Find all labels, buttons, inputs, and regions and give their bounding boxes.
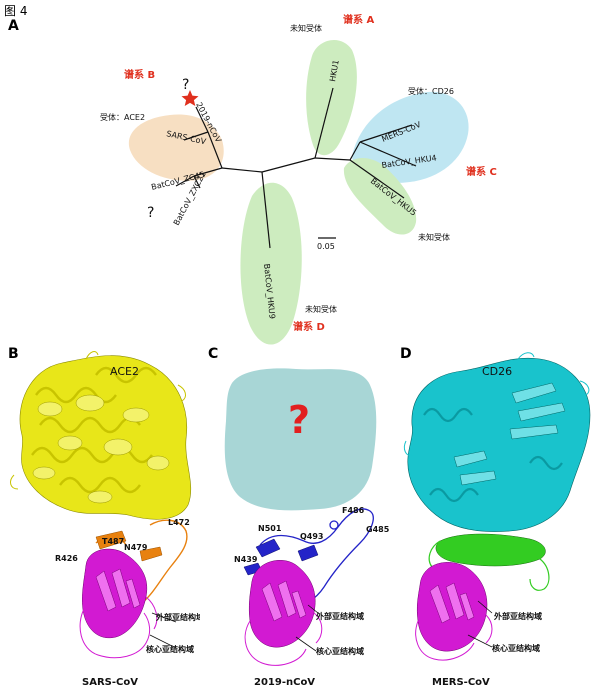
clade-d-highlight — [240, 182, 302, 345]
residue-t487: T487 — [102, 537, 124, 546]
lineage-b-label: 谱系 B — [124, 68, 155, 81]
residue-n479: N479 — [124, 543, 148, 552]
receptor-unknown-d: 未知受体 — [305, 304, 337, 314]
receptor-unknown-a: 未知受体 — [290, 23, 322, 33]
receptor-unknown-hku5: 未知受体 — [418, 232, 450, 242]
panel-label-a: A — [8, 18, 19, 34]
unknown-receptor-question-mark: ? — [288, 398, 310, 442]
question-mark-ncov: ? — [182, 77, 189, 93]
ace2-label: ACE2 — [110, 365, 139, 378]
phylogenetic-tree: HKU1 MERS-CoV BatCoV_HKU4 BatCoV_HKU5 Ba… — [100, 13, 497, 345]
clade-a-highlight — [306, 39, 357, 156]
residue-n501: N501 — [258, 524, 282, 533]
outer-domain-label-d: 外部亚结构域 — [494, 611, 542, 621]
question-mark-zc: ? — [147, 205, 154, 221]
figure-title: 图 4 — [4, 4, 28, 18]
core-domain-label-b: 核心亚结构域 — [146, 644, 194, 654]
cd26-protein — [407, 357, 591, 532]
panel-d-structure: CD26 外部亚结构域 核心亚结构域 MERS-CoV — [403, 352, 591, 688]
core-domain-label-d: 核心亚结构域 — [492, 643, 540, 653]
panel-label-d: D — [400, 346, 412, 362]
ncov-binding-motif — [259, 508, 374, 605]
lineage-d-label: 谱系 D — [293, 320, 325, 333]
ncov-rbd-core — [248, 560, 316, 648]
receptor-ace2: 受体：ACE2 — [100, 112, 145, 122]
cd26-label: CD26 — [482, 365, 512, 378]
mers-binding-motif — [435, 533, 546, 567]
clade-hku5-highlight — [343, 158, 417, 235]
panel-label-b: B — [8, 346, 19, 362]
residue-f486: F486 — [342, 506, 365, 515]
lineage-a-label: 谱系 A — [343, 13, 374, 26]
outer-domain-label-b: 外部亚结构域 — [156, 612, 200, 622]
core-domain-label-c: 核心亚结构域 — [316, 646, 364, 656]
scale-bar-label: 0.05 — [317, 242, 335, 251]
caption-sars: SARS-CoV — [82, 677, 138, 688]
clade-c-highlight — [352, 91, 469, 183]
residue-n439: N439 — [234, 555, 258, 564]
panel-b-structure: ACE2 L472 T487 N479 R426 外部亚结构域 核心亚结构域 S… — [10, 351, 200, 688]
lineage-c-label: 谱系 C — [466, 165, 497, 178]
residue-r426: R426 — [55, 554, 78, 563]
outer-domain-label-c: 外部亚结构域 — [316, 611, 364, 621]
residue-q493: Q493 — [300, 532, 324, 541]
caption-ncov: 2019-nCoV — [254, 677, 315, 688]
clade-b-highlight — [128, 114, 224, 181]
caption-mers: MERS-CoV — [432, 677, 490, 688]
residue-l472: L472 — [168, 518, 190, 527]
ace2-protein — [19, 355, 192, 520]
residue-g485: G485 — [366, 525, 390, 534]
panel-label-c: C — [208, 346, 219, 362]
star-icon — [181, 90, 199, 106]
leaf-hku1: HKU1 — [328, 59, 341, 82]
receptor-cd26: 受体：CD26 — [408, 86, 454, 96]
unknown-receptor-blob — [224, 368, 377, 511]
panel-c-structure: ? F486 G485 N501 Q493 N439 — [224, 368, 390, 688]
sars-rbd-core — [82, 548, 148, 639]
